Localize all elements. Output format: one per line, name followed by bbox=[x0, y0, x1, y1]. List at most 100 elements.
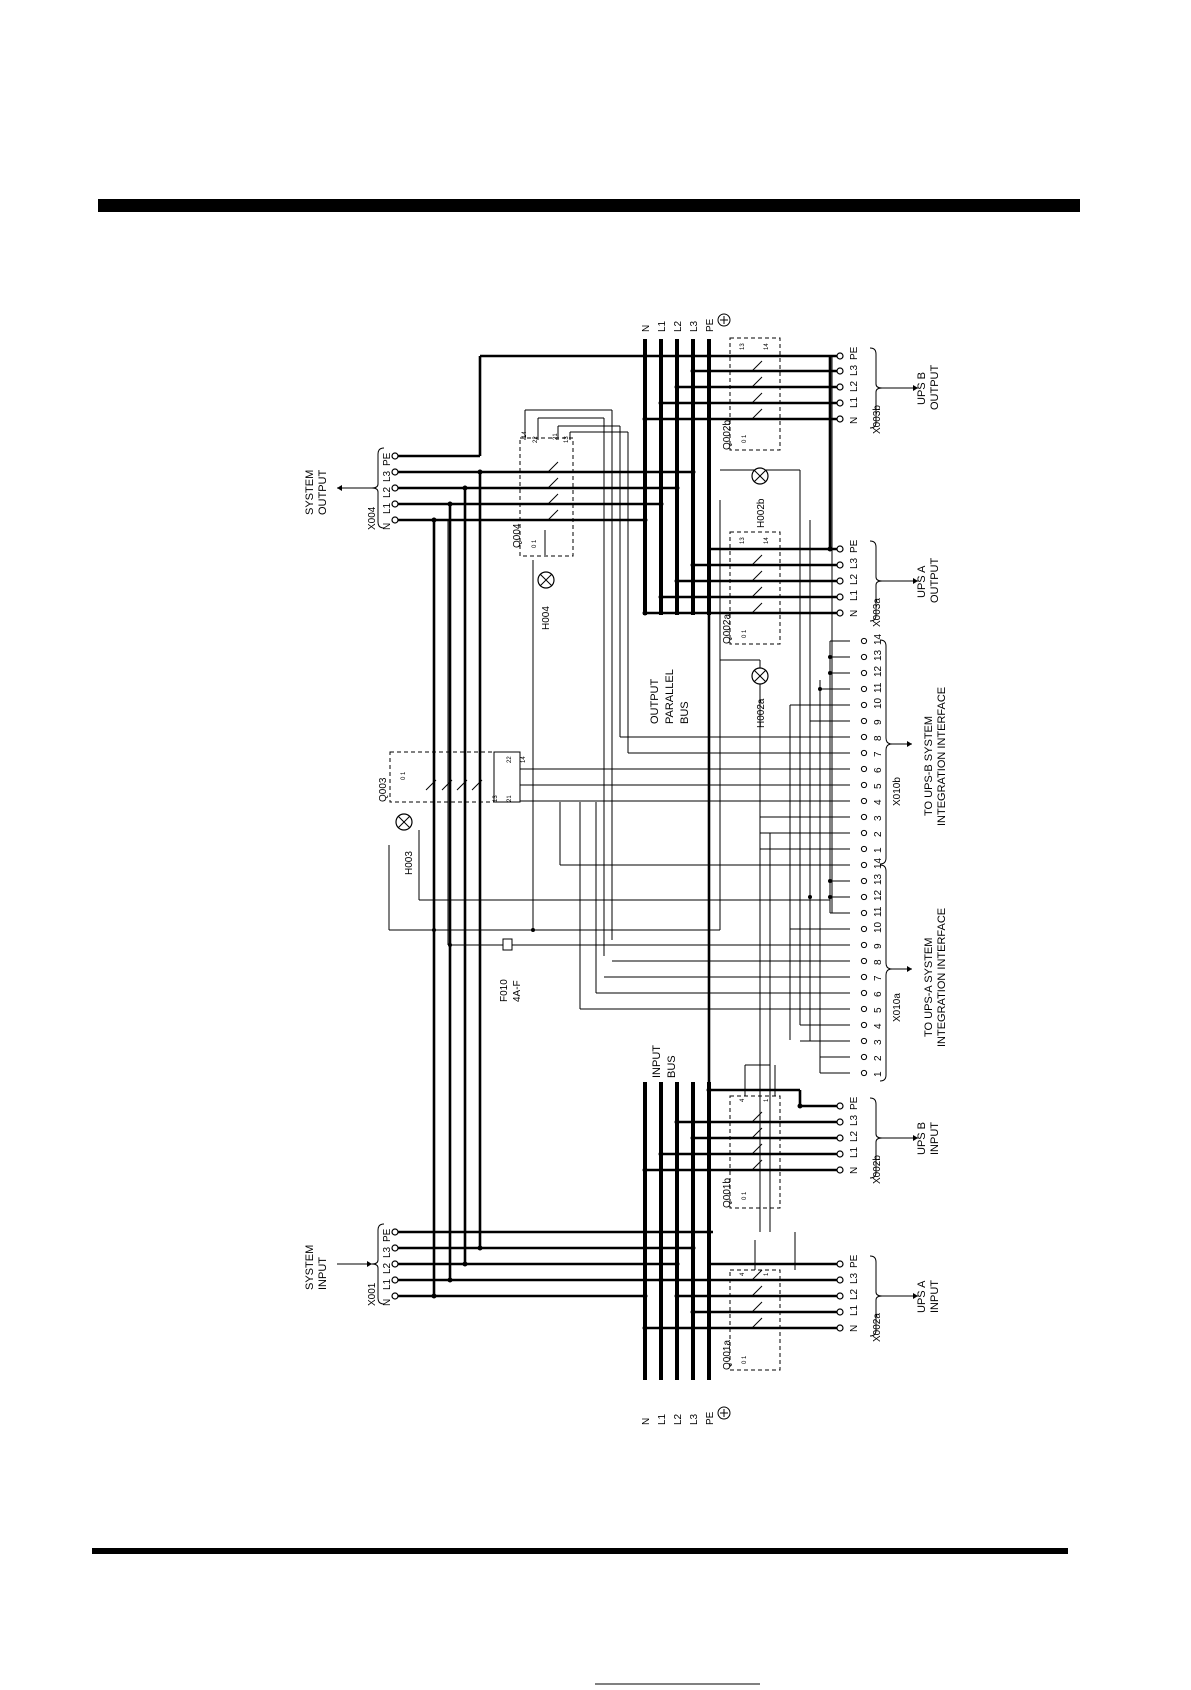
x010b-pin-label: 2 bbox=[873, 831, 884, 837]
output-bus-title-2: PARALLEL bbox=[664, 669, 676, 724]
x010b-terminal bbox=[860, 797, 868, 805]
lamp-h003: H003 bbox=[395, 813, 415, 875]
x010b-pin-label: 11 bbox=[873, 682, 884, 693]
switch-q004-id: Q004 bbox=[512, 523, 523, 548]
switch-q003: Q003 0 1 13 21 22 14 bbox=[378, 751, 527, 803]
x010a-terminal bbox=[860, 941, 868, 949]
x002b-pin-l1: L1 bbox=[849, 1146, 860, 1158]
x002b-title-2: INPUT bbox=[929, 1122, 941, 1155]
switch-q001b-id: Q001b bbox=[722, 1178, 733, 1208]
switch-q004-aux-22: 22 bbox=[533, 436, 539, 443]
control-wiring bbox=[388, 356, 850, 1270]
x003a-title-1: UPS A bbox=[916, 565, 928, 598]
switch-q003-pos: 0 1 bbox=[401, 771, 407, 780]
x010b-pin-label: 3 bbox=[873, 815, 884, 821]
x010b-id: X010b bbox=[892, 777, 903, 806]
connector-x003b: N L1 L2 L3 PE X003b UPS B OUTPUT bbox=[836, 346, 941, 434]
switch-q004-aux-21: 21 bbox=[553, 433, 559, 440]
x010b-pin-label: 6 bbox=[873, 767, 884, 773]
switch-q003-aux-13: 13 bbox=[493, 795, 499, 802]
x010b-pin-label: 10 bbox=[873, 697, 884, 709]
switch-q002a-pos: 0 1 bbox=[742, 629, 748, 638]
x010a-terminal bbox=[860, 1005, 868, 1013]
x003b-pin-l3: L3 bbox=[849, 364, 860, 376]
input-bus-l3: L3 bbox=[689, 1413, 700, 1425]
x010b-pin-label: 8 bbox=[873, 735, 884, 741]
x010a-pin-label: 11 bbox=[873, 906, 884, 917]
output-bus-title-3: BUS bbox=[679, 701, 691, 724]
x010a-terminal bbox=[860, 989, 868, 997]
x010b-terminal bbox=[860, 733, 868, 741]
x001-pin-pe: PE bbox=[382, 1228, 393, 1242]
switch-q002b-aux-13: 13 bbox=[740, 343, 746, 350]
x003a-pin-l2: L2 bbox=[849, 573, 860, 585]
x010a-terminal bbox=[860, 893, 868, 901]
x010b-terminal bbox=[860, 717, 868, 725]
x010a-terminal bbox=[860, 1069, 868, 1077]
x002b-pin-l3: L3 bbox=[849, 1114, 860, 1126]
x010b-terminal bbox=[860, 669, 868, 677]
x010a-pin-label: 12 bbox=[873, 889, 884, 901]
x002b-id: X002b bbox=[872, 1155, 883, 1184]
x001-pin-l2: L2 bbox=[382, 1262, 393, 1274]
x003a-title-2: OUTPUT bbox=[929, 558, 941, 604]
x010a-pin-label: 6 bbox=[873, 991, 884, 997]
x010b-pin-label: 4 bbox=[873, 799, 884, 805]
x002b-title-1: UPS B bbox=[916, 1122, 928, 1155]
x010a-terminal bbox=[860, 1021, 868, 1029]
x010b-terminal bbox=[860, 845, 868, 853]
input-bus-l1: L1 bbox=[657, 1413, 668, 1425]
connector-x010b: X010b TO UPS-B SYSTEM INTEGRATION INTERF… bbox=[879, 639, 948, 865]
x003b-pin-l1: L1 bbox=[849, 396, 860, 408]
lamp-h004: H004 bbox=[537, 571, 555, 630]
x002b-pin-pe: PE bbox=[849, 1096, 860, 1110]
switch-q001a-id: Q001a bbox=[722, 1340, 733, 1370]
connector-x004: N L1 L2 L3 PE X004 SYSTEM OUTPUT bbox=[304, 447, 399, 530]
output-bus-l2: L2 bbox=[673, 320, 684, 332]
output-bus-l3: L3 bbox=[689, 320, 700, 332]
x010a-pin-label: 7 bbox=[873, 975, 884, 981]
x010b-pin-label: 7 bbox=[873, 751, 884, 757]
x003a-id: X003a bbox=[872, 598, 883, 627]
x010b-title-2: INTEGRATION INTERFACE bbox=[936, 687, 948, 826]
x004-title-2: OUTPUT bbox=[317, 470, 329, 516]
switch-q002b-aux-14: 14 bbox=[764, 343, 770, 350]
fuse-rating: 4A-F bbox=[512, 980, 523, 1002]
x010a-pin-label: 4 bbox=[873, 1023, 884, 1029]
output-bus-pe: PE bbox=[705, 318, 716, 332]
x004-pin-l3: L3 bbox=[382, 470, 393, 482]
x010b-title-1: TO UPS-B SYSTEM bbox=[923, 716, 935, 816]
x010a-terminal bbox=[860, 957, 868, 965]
x002a-title-2: INPUT bbox=[929, 1280, 941, 1313]
input-bus-l2: L2 bbox=[673, 1413, 684, 1425]
switch-q001b-aux-1: 1 bbox=[764, 1098, 770, 1102]
x002a-id: X002a bbox=[872, 1313, 883, 1342]
switch-q004: Q004 0 1 14 22 21 13 bbox=[512, 431, 574, 557]
input-bus-pe: PE bbox=[705, 1411, 716, 1425]
x010b-terminal bbox=[860, 829, 868, 837]
x010a-terminal bbox=[860, 877, 868, 885]
input-bus-title-2: BUS bbox=[666, 1055, 678, 1078]
x004-pin-l2: L2 bbox=[382, 486, 393, 498]
lamp-h002b-label: H002b bbox=[756, 498, 767, 528]
x010b-pin-label: 14 bbox=[873, 633, 884, 645]
connector-x002b: N L1 L2 L3 PE X002b UPS B INPUT bbox=[836, 1096, 941, 1184]
x003b-title-1: UPS B bbox=[916, 372, 928, 405]
x010b-pin-label: 9 bbox=[873, 719, 884, 725]
lamp-h002b: H002b bbox=[751, 467, 769, 528]
x010b-terminal bbox=[860, 685, 868, 693]
x004-id: X004 bbox=[367, 506, 378, 530]
x002a-pin-l3: L3 bbox=[849, 1272, 860, 1284]
x003a-pin-l3: L3 bbox=[849, 557, 860, 569]
power-wiring bbox=[395, 339, 840, 1380]
lamp-h002a: H002a bbox=[751, 667, 769, 728]
x010a-pin-label: 1 bbox=[873, 1071, 884, 1077]
x010a-pin-label: 8 bbox=[873, 959, 884, 965]
x010b-pin-label: 12 bbox=[873, 665, 884, 677]
x004-title-1: SYSTEM bbox=[304, 470, 316, 515]
connector-x003a: N L1 L2 L3 PE X003a UPS A OUTPUT bbox=[836, 539, 941, 627]
